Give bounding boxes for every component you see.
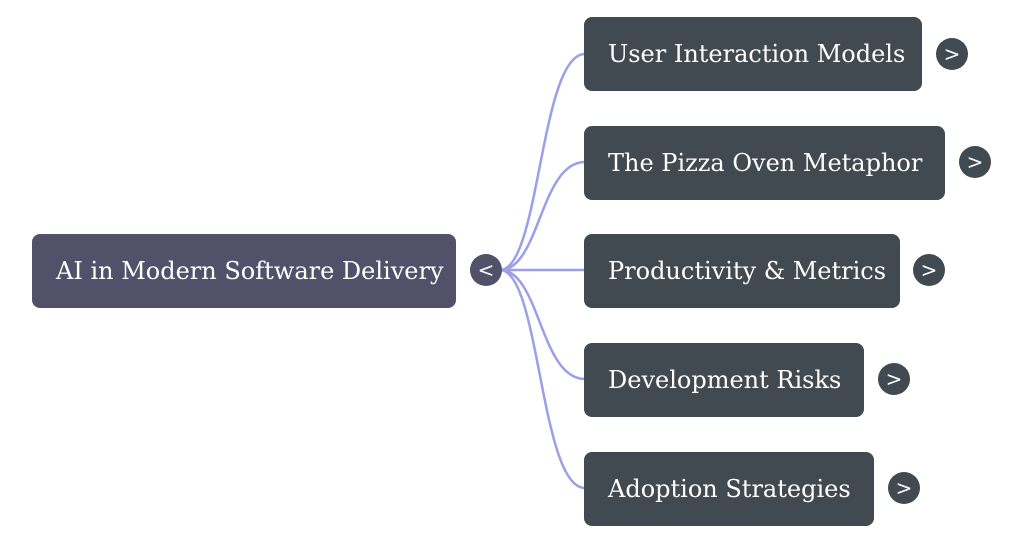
expand-toggle-icon[interactable]: > (936, 38, 968, 70)
expand-toggle-icon[interactable]: > (913, 254, 945, 286)
expand-toggle-icon[interactable]: > (959, 146, 991, 178)
connector-line-4 (499, 268, 586, 490)
connector-line-3 (499, 268, 586, 381)
child-node-label: The Pizza Oven Metaphor (608, 149, 923, 177)
collapse-toggle-icon[interactable]: < (470, 254, 502, 286)
root-node[interactable]: AI in Modern Software Delivery (32, 234, 456, 308)
child-node-pizza-oven-metaphor[interactable]: The Pizza Oven Metaphor (584, 126, 945, 200)
child-node-label: Development Risks (608, 366, 842, 394)
root-node-label: AI in Modern Software Delivery (56, 257, 444, 285)
child-node-label: User Interaction Models (608, 40, 906, 68)
expand-toggle-icon[interactable]: > (878, 363, 910, 395)
expand-toggle-icon[interactable]: > (888, 472, 920, 504)
child-node-development-risks[interactable]: Development Risks (584, 343, 864, 417)
child-node-user-interaction-models[interactable]: User Interaction Models (584, 17, 922, 91)
connector-line-0 (499, 52, 586, 272)
connector-line-1 (499, 160, 586, 272)
child-node-label: Productivity & Metrics (608, 257, 887, 285)
child-node-adoption-strategies[interactable]: Adoption Strategies (584, 452, 874, 526)
child-node-productivity-metrics[interactable]: Productivity & Metrics (584, 234, 900, 308)
child-node-label: Adoption Strategies (608, 475, 851, 503)
